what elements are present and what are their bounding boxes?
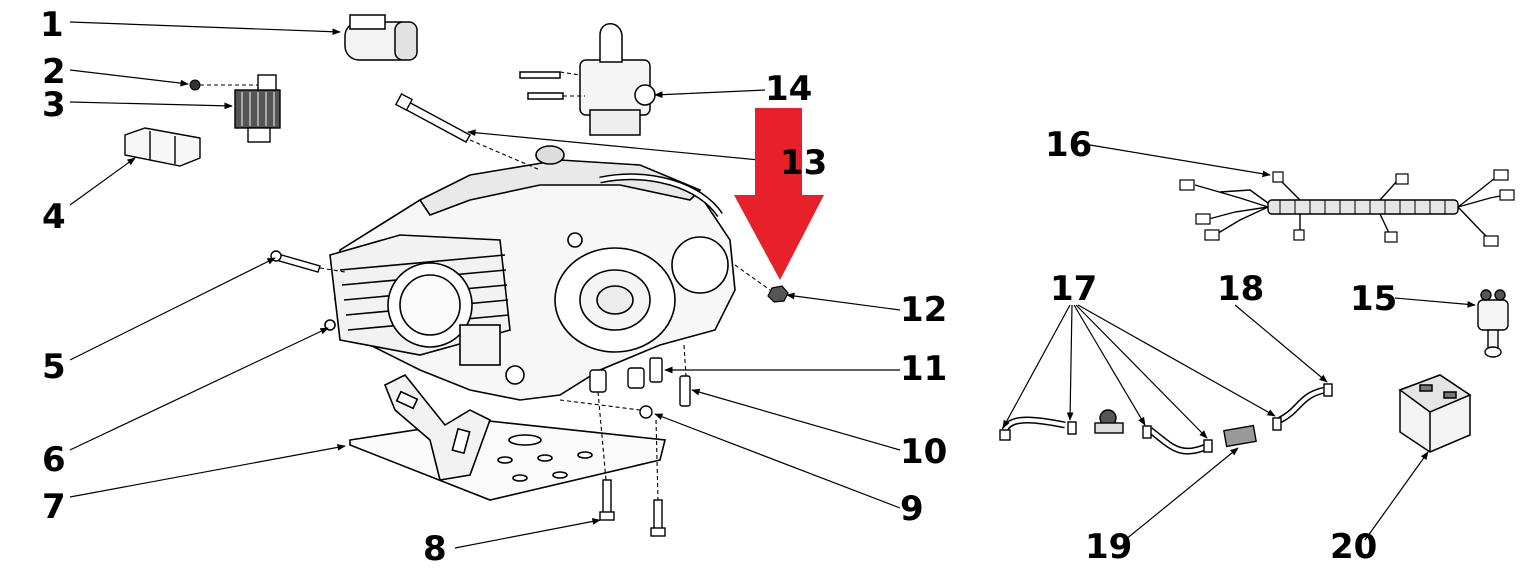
starter-relay-15 bbox=[1477, 289, 1509, 358]
callout-5: 5 bbox=[42, 347, 66, 387]
bolts-8 bbox=[599, 479, 666, 537]
relay-4 bbox=[124, 127, 201, 167]
callout-7: 7 bbox=[42, 487, 66, 527]
carburetor-14 bbox=[519, 23, 656, 136]
highlight-arrow bbox=[734, 108, 824, 280]
leader-lines bbox=[69, 21, 1476, 549]
callout-8: 8 bbox=[423, 529, 447, 569]
skid-plate bbox=[349, 373, 666, 501]
callout-4: 4 bbox=[42, 197, 66, 237]
callout-14: 14 bbox=[765, 69, 813, 109]
callout-6: 6 bbox=[42, 440, 66, 480]
callout-3: 3 bbox=[42, 85, 66, 125]
wiring-harness-16 bbox=[1179, 169, 1515, 247]
battery-20 bbox=[1398, 374, 1472, 453]
callout-17: 17 bbox=[1050, 269, 1098, 309]
starter-motor-1 bbox=[344, 14, 418, 61]
fuel-line-assembly bbox=[999, 383, 1333, 455]
callout-11: 11 bbox=[900, 349, 948, 389]
screw-2 bbox=[189, 79, 201, 91]
callout-13: 13 bbox=[780, 143, 828, 183]
engine-assembly bbox=[324, 145, 736, 401]
bolt-5 bbox=[270, 250, 321, 273]
callout-20: 20 bbox=[1330, 527, 1378, 567]
callout-9: 9 bbox=[900, 489, 924, 529]
callout-18: 18 bbox=[1217, 269, 1265, 309]
callout-15: 15 bbox=[1350, 279, 1398, 319]
callout-10: 10 bbox=[900, 432, 948, 472]
callout-12: 12 bbox=[900, 290, 948, 330]
callout-19: 19 bbox=[1085, 527, 1133, 567]
mount-collars bbox=[589, 357, 691, 419]
regulator-3 bbox=[234, 74, 281, 143]
long-bolt-13 bbox=[394, 92, 471, 143]
nut-12 bbox=[767, 285, 789, 303]
callout-2: 2 bbox=[42, 52, 66, 92]
callout-1: 1 bbox=[40, 5, 64, 45]
assembly-guide-lines bbox=[200, 71, 771, 501]
callout-16: 16 bbox=[1045, 125, 1093, 165]
